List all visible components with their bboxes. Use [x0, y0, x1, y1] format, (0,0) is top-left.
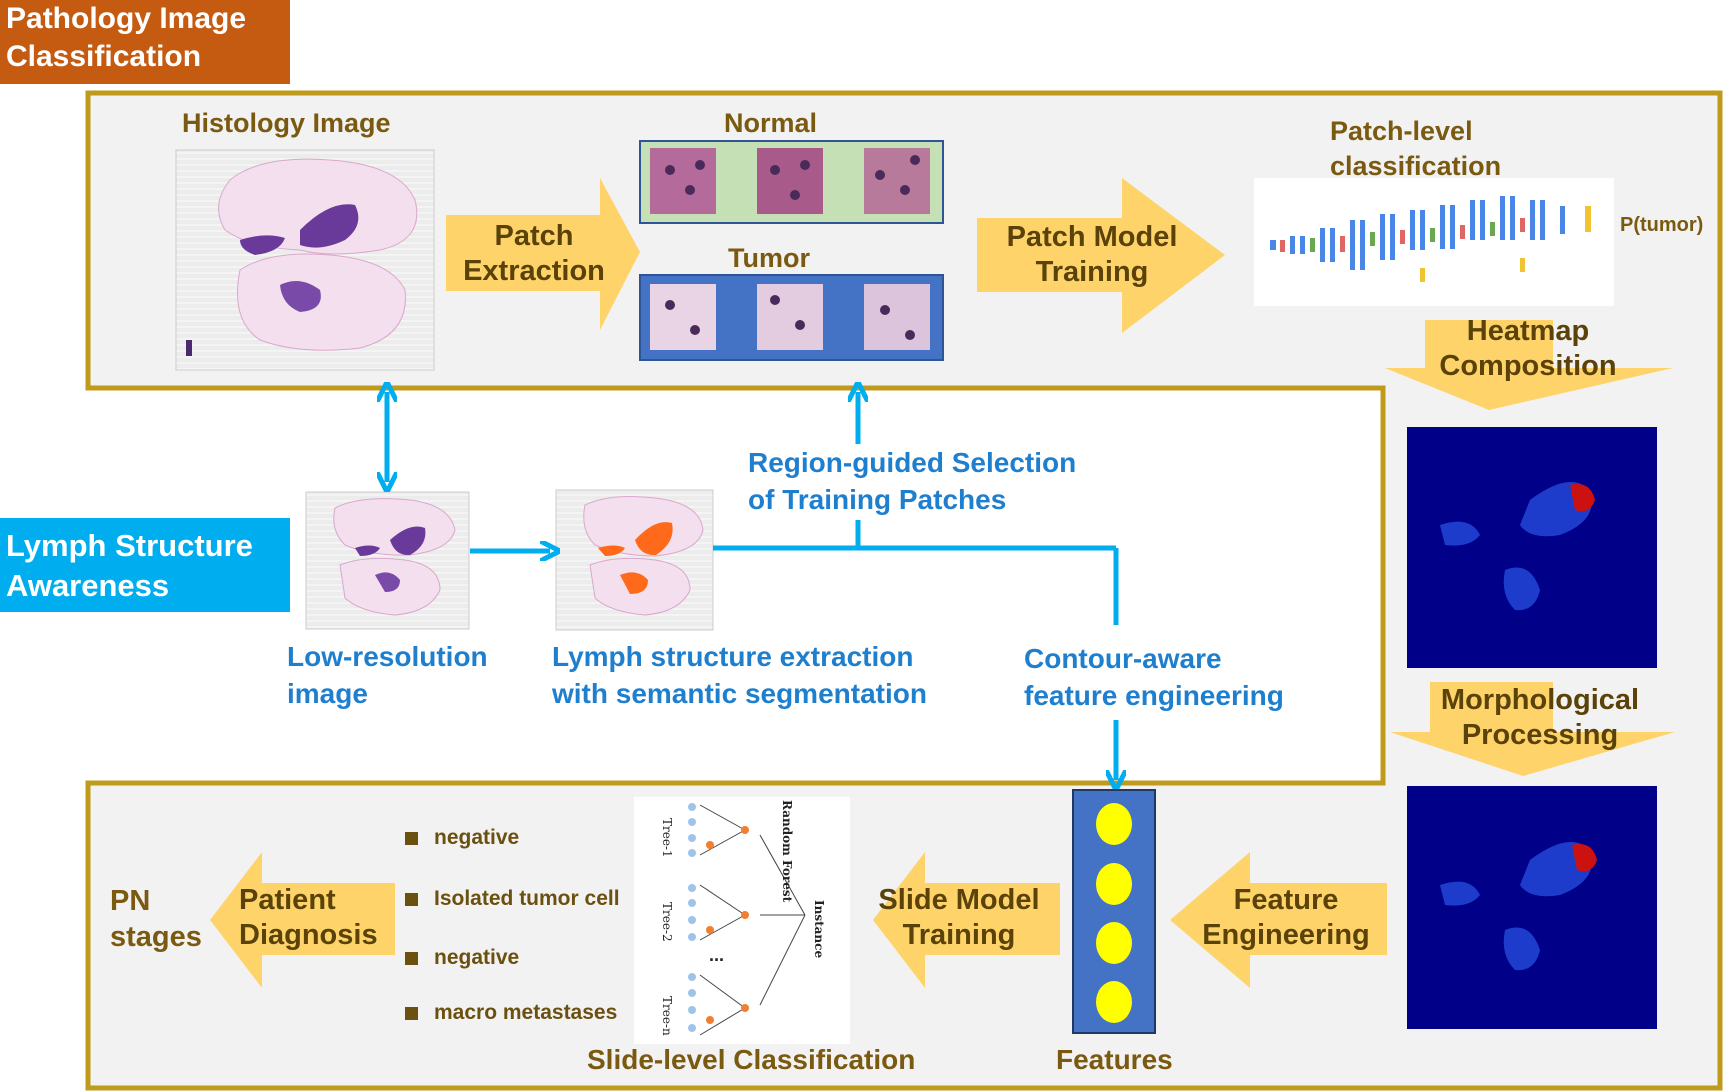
morphological-processing-arrow — [1390, 682, 1675, 776]
forest-tree2: Tree-2 — [660, 902, 674, 942]
lymph-panel-bg — [90, 391, 1380, 781]
heatmap-composition-arrow — [1385, 320, 1673, 410]
forest-title: Random Forest — [780, 800, 794, 903]
legend-item: negative — [405, 826, 519, 850]
morphological-processing-label: Morphological Processing — [1440, 684, 1640, 751]
contour-aware-label: Contour-aware feature engineering — [1024, 643, 1284, 711]
lymph-panel-border — [88, 385, 1386, 786]
feature-engineering-arrow — [1170, 852, 1387, 988]
legend-text: negative — [434, 826, 520, 849]
lymph-tag: Lymph Structure Awareness — [0, 518, 290, 612]
legend-square — [405, 892, 418, 906]
region-guided-label: Region-guided Selection of Training Patc… — [748, 447, 1077, 515]
patient-diagnosis-label: Patient Diagnosis — [239, 884, 378, 951]
legend-item: macro metastases — [405, 1001, 617, 1025]
legend-text: Isolated tumor cell — [434, 887, 620, 910]
forest-instance: Instance — [812, 900, 826, 959]
forest-dots: ... — [709, 945, 725, 965]
processed-heatmap-image — [1407, 786, 1657, 1029]
legend-item: Isolated tumor cell — [405, 887, 620, 911]
slide-model-training-arrow — [873, 852, 1060, 988]
forest-tree1: Tree-1 — [660, 818, 674, 858]
tumor-label: Tumor — [728, 243, 810, 273]
normal-patch-box — [639, 140, 944, 224]
lymph-segmentation-image — [555, 489, 714, 631]
features-column — [1072, 789, 1156, 1034]
legend-square — [405, 951, 418, 965]
slide-model-training-label: Slide Model Training — [878, 884, 1040, 951]
legend-square — [405, 831, 418, 845]
legend-text: macro metastases — [434, 1001, 618, 1024]
normal-label: Normal — [724, 108, 818, 138]
low-resolution-label: Low-resolution image — [287, 641, 488, 709]
cnn-diagram — [1254, 178, 1614, 306]
tumor-patch-box — [639, 274, 944, 361]
patch-level-label: Patch-level classification — [1330, 116, 1502, 181]
blue-connectors — [387, 392, 1116, 780]
heatmap-image — [1407, 427, 1657, 668]
patch-extraction-label: Patch Extraction — [463, 220, 605, 287]
lymph-extraction-label: Lymph structure extraction with semantic… — [552, 641, 927, 709]
legend-square — [405, 1006, 418, 1020]
feature-engineering-label: Feature Engineering — [1202, 884, 1370, 951]
patient-diagnosis-arrow — [210, 852, 395, 988]
patch-model-training-arrow — [977, 178, 1225, 333]
random-forest-diagram — [634, 797, 850, 1044]
slide-level-label: Slide-level Classification — [587, 1044, 916, 1075]
ptumor-label: P(tumor) — [1620, 214, 1704, 236]
histology-label: Histology Image — [182, 108, 391, 138]
low-resolution-image — [305, 491, 470, 630]
features-label: Features — [1056, 1044, 1173, 1075]
patch-model-training-label: Patch Model Training — [1006, 221, 1178, 288]
legend-item: negative — [405, 946, 519, 970]
pn-stages-label: PN stages — [110, 885, 202, 953]
classification-tag: Pathology Image Classification — [0, 0, 290, 84]
patch-extraction-arrow — [446, 178, 640, 330]
histology-image — [175, 149, 435, 371]
heatmap-composition-label: Heatmap Composition — [1439, 315, 1617, 382]
forest-treen: Tree-n — [660, 996, 674, 1036]
legend-text: negative — [434, 946, 520, 969]
